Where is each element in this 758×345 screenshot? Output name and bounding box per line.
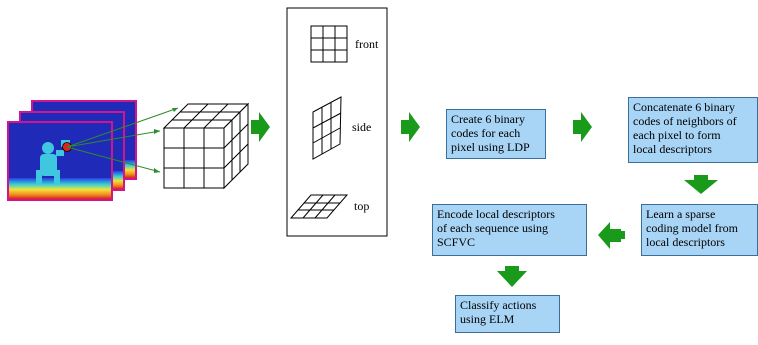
person-head (42, 142, 54, 154)
step-sparse-box: Learn a sparse coding model from local d… (641, 204, 758, 256)
depth-frame-front (7, 121, 113, 201)
block-arrow-icon-2 (401, 112, 420, 142)
block-arrow-icon-4 (684, 175, 718, 194)
top-grid-icon (289, 194, 349, 219)
step-classify-box: Classify actions using ELM (455, 295, 560, 333)
side-grid-icon (312, 96, 342, 160)
step-encode-box: Encode local descriptors of each sequenc… (432, 204, 587, 256)
block-arrow-icon-1 (251, 112, 270, 142)
top-label: top (354, 199, 370, 213)
side-label: side (352, 120, 372, 134)
block-arrow-icon-3 (573, 112, 592, 142)
front-label: front (355, 37, 379, 51)
front-grid-icon (310, 25, 348, 63)
views-panel (286, 7, 388, 237)
block-arrow-icon-left (598, 222, 621, 249)
person-body (40, 154, 57, 176)
block-arrow-icon-6 (497, 266, 527, 287)
step-concat-box: Concatenate 6 binary codes of neighbors … (628, 97, 758, 163)
projection-lines (66, 107, 179, 173)
step-ldp-box: Create 6 binary codes for each pixel usi… (446, 109, 546, 159)
cube-grid-icon (162, 102, 250, 190)
